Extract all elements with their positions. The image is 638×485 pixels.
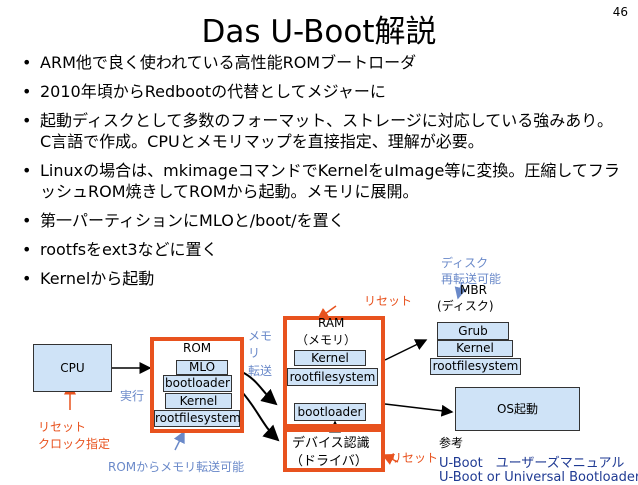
mbr-item-rootfilesystem: rootfilesystem xyxy=(430,358,521,375)
ram-title: RAM xyxy=(318,316,345,330)
page-number: 46 xyxy=(612,5,628,19)
reference-link-2[interactable]: U-Boot or Universal Bootloader xyxy=(439,470,638,485)
bullet-item: •Kernelから起動 xyxy=(22,269,155,288)
reference-title: 参考 xyxy=(439,436,464,450)
bullet-item: •起動ディスクとして多数のフォーマット、ストレージに対応している強みあり。C言語… xyxy=(22,111,613,151)
device-frame xyxy=(283,428,385,472)
bullet-item: •ARM他で良く使われている高性能ROMブートローダ xyxy=(22,53,417,72)
reset-clock-label-1: リセット xyxy=(38,420,87,434)
mbr-item-grub: Grub xyxy=(437,322,509,340)
ram-to-mbr-arrow xyxy=(384,339,428,361)
disk-transfer-arrow xyxy=(454,281,467,300)
rom-transfer-arrow xyxy=(173,430,185,451)
bullet-item: •Linuxの場合は、mkimageコマンドでKernelをuImage等に変換… xyxy=(22,161,620,201)
reset-bottom-label: リセット xyxy=(390,451,439,465)
disk-transfer-label-2: 再転送可能 xyxy=(441,272,502,286)
bullet-item: •第一パーティションにMLOと/boot/を置く xyxy=(22,211,345,230)
bullet-item: •2010年頃からRedbootの代替としてメジャーに xyxy=(22,82,386,101)
ram-item-rootfilesystem: rootfilesystem xyxy=(287,368,378,386)
ram-item-bootloader: bootloader xyxy=(294,403,366,421)
mbr-title: MBR xyxy=(460,283,487,297)
bullet-dot-icon: • xyxy=(22,161,32,180)
rom-item-kernel: Kernel xyxy=(165,393,232,409)
rom-frame xyxy=(150,337,244,433)
rom-item-rootfilesystem: rootfilesystem xyxy=(154,410,241,427)
reset-bottom-arrow xyxy=(381,454,399,465)
ram-frame xyxy=(283,316,385,428)
device-line1: デバイス認識 xyxy=(292,436,370,451)
ram-to-os-arrow xyxy=(384,403,454,417)
reset-clock-label-2: クロック指定 xyxy=(38,437,111,451)
mbr-subtitle: (ディスク) xyxy=(437,299,494,313)
mem-transfer-label-1: メモ xyxy=(248,329,273,343)
rom-to-ram-arrow xyxy=(241,371,278,406)
ram-subtitle: （メモリ） xyxy=(296,333,357,347)
ram-item-kernel: Kernel xyxy=(294,350,366,366)
bullet-list: •ARM他で良く使われている高性能ROMブートローダ •2010年頃からRedb… xyxy=(22,52,622,297)
mem-transfer-label-2: リ xyxy=(248,346,261,360)
rom-transfer-label: ROMからメモリ転送可能 xyxy=(108,460,245,474)
slide-title: Das U-Boot解説 xyxy=(201,14,437,50)
bullet-dot-icon: • xyxy=(22,53,32,72)
device-line2: （ドライバ） xyxy=(290,454,368,469)
mem-transfer-label-3: 転送 xyxy=(248,364,273,378)
bullet-dot-icon: • xyxy=(22,240,32,259)
bullet-dot-icon: • xyxy=(22,111,32,130)
disk-transfer-label-1: ディスク xyxy=(441,256,489,270)
reference-link-1[interactable]: U-Boot ユーザーズマニュアル xyxy=(439,456,625,471)
rom-item-bootloader: bootloader xyxy=(163,375,232,392)
bullet-dot-icon: • xyxy=(22,82,32,101)
os-boot-box: OS起動 xyxy=(455,387,580,431)
cpu-box: CPU xyxy=(33,344,112,392)
rom-to-device-arrow xyxy=(241,391,280,442)
exec-label: 実行 xyxy=(120,389,145,403)
reset-top-label: リセット xyxy=(364,294,413,308)
mbr-item-kernel: Kernel xyxy=(437,340,513,357)
rom-title: ROM xyxy=(183,341,212,355)
bullet-dot-icon: • xyxy=(22,269,32,288)
bullet-item: •rootfsをext3などに置く xyxy=(22,240,218,259)
rom-item-mlo: MLO xyxy=(176,360,228,375)
bullet-dot-icon: • xyxy=(22,211,32,230)
